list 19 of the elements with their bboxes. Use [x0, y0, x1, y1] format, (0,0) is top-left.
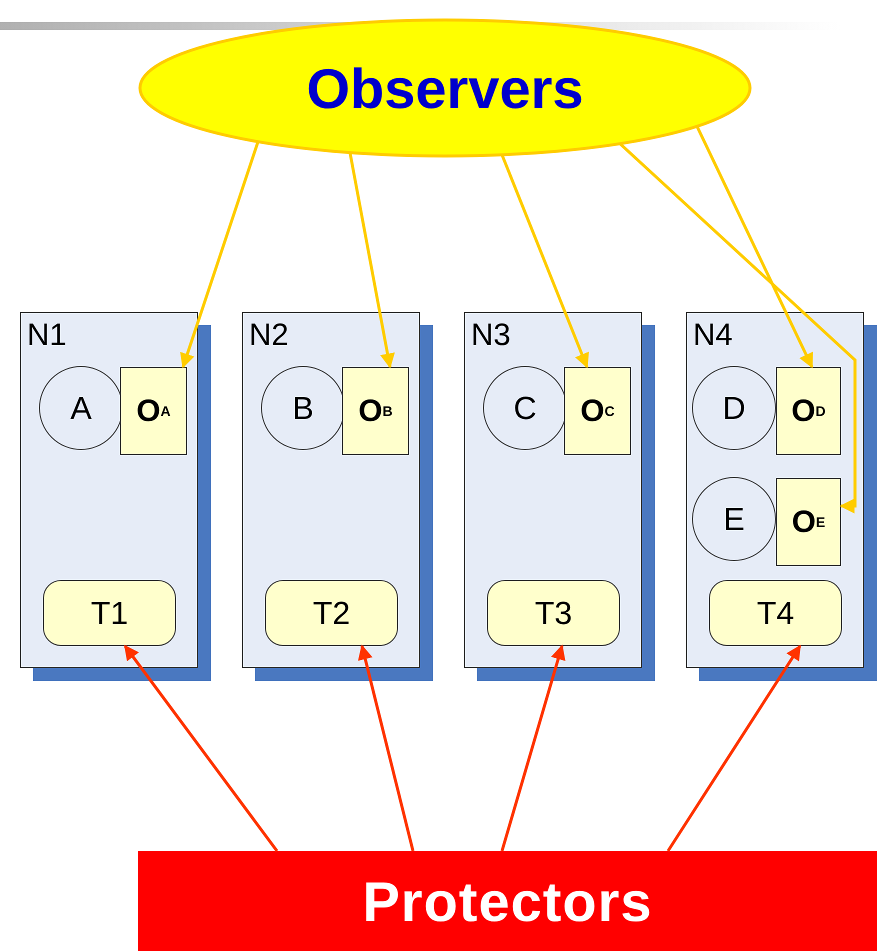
panel-label: N1: [27, 319, 67, 350]
arrow: [618, 142, 856, 514]
arrow: [500, 154, 589, 368]
panel-label: N3: [471, 319, 511, 350]
arrow: [180, 141, 260, 368]
arrow: [500, 644, 566, 852]
panel-label: N2: [249, 319, 289, 350]
task-box: T3: [487, 580, 620, 646]
title-label: Observers: [306, 56, 584, 120]
protectors-banner: Protectors: [138, 851, 877, 951]
task-box: T2: [265, 580, 398, 646]
arrow: [666, 644, 802, 852]
arrow: [358, 644, 414, 852]
arrow: [124, 644, 278, 852]
arrow: [696, 126, 814, 368]
arrow: [348, 152, 395, 368]
task-box: T1: [43, 580, 176, 646]
task-box: T4: [709, 580, 842, 646]
panel-label: N4: [693, 319, 733, 350]
